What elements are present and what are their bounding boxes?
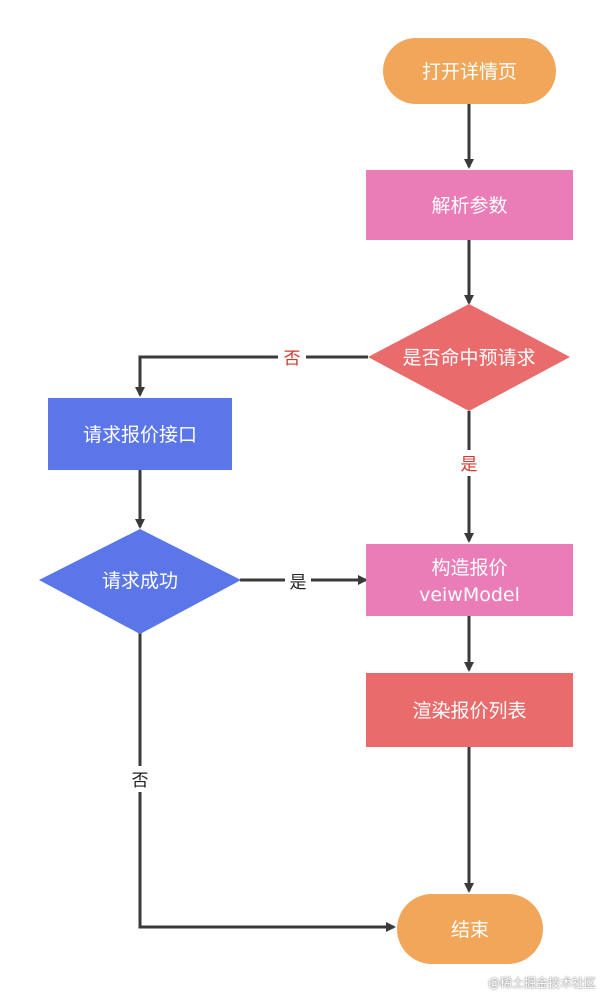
node-request-api: 请求报价接口 bbox=[48, 398, 232, 470]
edge-label-success-yes: 是 bbox=[290, 573, 307, 593]
process-shape bbox=[366, 673, 573, 747]
node-label: 请求成功 bbox=[102, 570, 178, 592]
node-open-detail: 打开详情页 bbox=[383, 38, 556, 104]
edge-label-prefetch-yes: 是 bbox=[461, 455, 478, 475]
node-label: 打开详情页 bbox=[422, 61, 517, 83]
node-label: 请求报价接口 bbox=[83, 424, 197, 446]
edge-prefetch-no bbox=[135, 355, 368, 397]
process-shape bbox=[366, 170, 573, 240]
node-render-list: 渲染报价列表 bbox=[366, 673, 573, 747]
node-label-line1: 构造报价 bbox=[431, 557, 507, 579]
edge-label-bg bbox=[456, 450, 482, 476]
decision-shape bbox=[368, 304, 570, 411]
edge-label-prefetch-no: 否 bbox=[284, 349, 301, 369]
edge-label-bg bbox=[127, 766, 153, 792]
terminal-shape bbox=[383, 38, 556, 104]
edge-label-bg bbox=[285, 568, 311, 594]
decision-shape bbox=[39, 529, 241, 634]
watermark: @稀土掘金技术社区 bbox=[487, 976, 596, 990]
node-parse-params: 解析参数 bbox=[366, 170, 573, 240]
node-label: 解析参数 bbox=[431, 195, 507, 217]
node-label: 是否命中预请求 bbox=[402, 347, 535, 369]
node-hit-prefetch: 是否命中预请求 bbox=[368, 304, 570, 411]
node-request-success: 请求成功 bbox=[39, 529, 241, 634]
node-end: 结束 bbox=[397, 894, 543, 964]
edge-label-bg bbox=[278, 344, 306, 370]
terminal-shape bbox=[397, 894, 543, 964]
process-shape bbox=[366, 544, 573, 616]
node-label-line2: veiwModel bbox=[419, 584, 520, 606]
node-label: 结束 bbox=[451, 919, 489, 941]
process-shape bbox=[48, 398, 232, 470]
node-label: 渲染报价列表 bbox=[412, 700, 526, 722]
node-build-viewmodel: 构造报价 veiwModel bbox=[366, 544, 573, 616]
edge-label-success-no: 否 bbox=[132, 771, 149, 791]
edge-success-no bbox=[138, 633, 396, 932]
